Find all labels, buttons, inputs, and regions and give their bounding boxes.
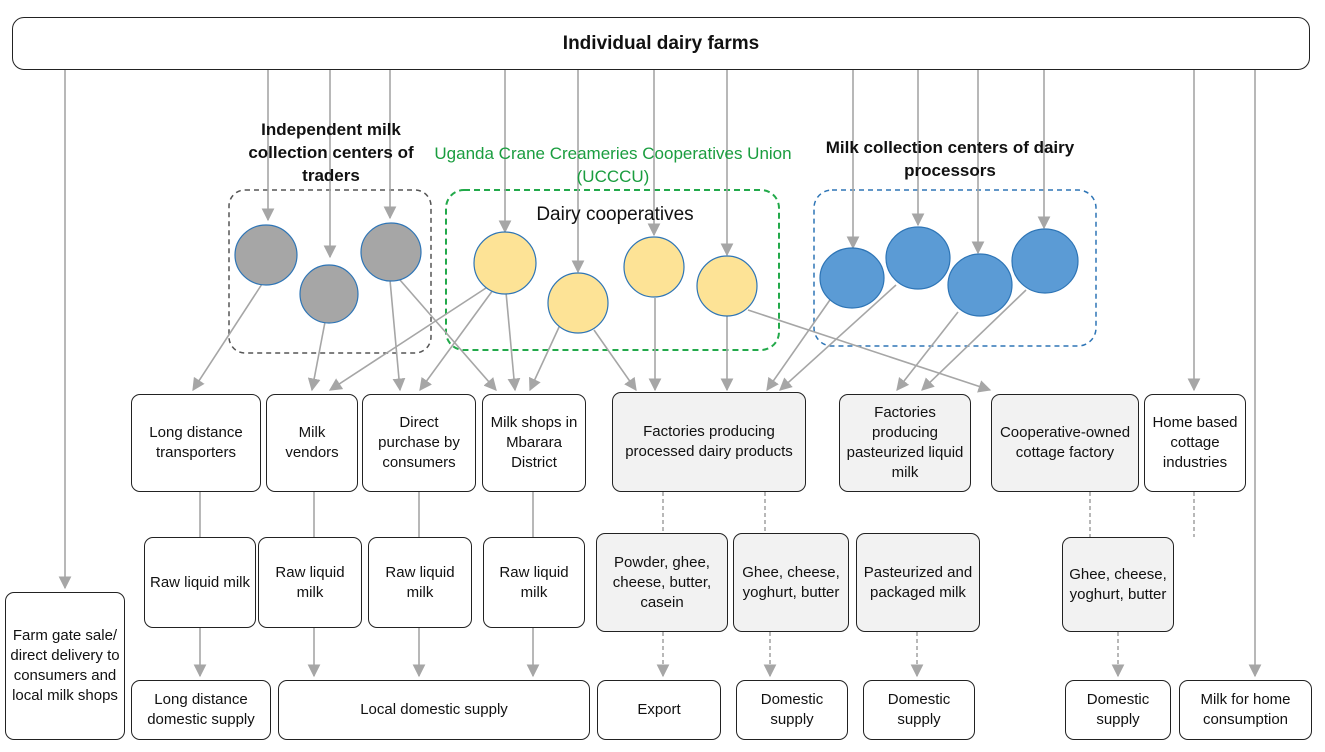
product-powder-ghee-cheese: Powder, ghee, cheese, butter, casein <box>596 533 728 632</box>
channel-home-based: Home based cottage industries <box>1144 394 1246 492</box>
channel-cottage-factory: Cooperative-owned cottage factory <box>991 394 1139 492</box>
processors-group-frame <box>813 189 1097 347</box>
ucccu-header: Uganda Crane Creameries Cooperatives Uni… <box>434 144 792 186</box>
processors-header: Milk collection centers of dairy process… <box>825 138 1075 180</box>
channel-long-distance-transporters: Long distance transporters <box>131 394 261 492</box>
coop-circle <box>473 231 537 295</box>
product-raw-liquid-milk: Raw liquid milk <box>483 537 585 628</box>
outlet-local-domestic-supply: Local domestic supply <box>278 680 590 740</box>
trader-collection-points <box>234 222 422 324</box>
processor-collection-points <box>819 226 1079 317</box>
cooperatives-group-frame <box>445 189 780 351</box>
product-raw-liquid-milk: Raw liquid milk <box>368 537 472 628</box>
outlet-domestic-supply: Domestic supply <box>1065 680 1171 740</box>
processor-circle <box>947 253 1013 317</box>
outlet-domestic-supply: Domestic supply <box>863 680 975 740</box>
arrows <box>58 70 1262 678</box>
coop-circle <box>696 255 758 317</box>
processor-circle <box>1011 228 1079 294</box>
cooperative-collection-points <box>473 231 758 334</box>
product-pasteurized-milk: Pasteurized and packaged milk <box>856 533 980 632</box>
channel-milk-shops: Milk shops in Mbarara District <box>482 394 586 492</box>
channel-direct-purchase: Direct purchase by consumers <box>362 394 476 492</box>
channel-factories-processed: Factories producing processed dairy prod… <box>612 392 806 492</box>
processor-circle <box>885 226 951 290</box>
channel-factories-pasteurized: Factories producing pasteurized liquid m… <box>839 394 971 492</box>
dairy-cooperatives-label: Dairy cooperatives <box>536 204 694 225</box>
processor-circle <box>819 247 885 309</box>
product-raw-liquid-milk: Raw liquid milk <box>144 537 256 628</box>
outlet-domestic-supply: Domestic supply <box>736 680 848 740</box>
product-raw-liquid-milk: Raw liquid milk <box>258 537 362 628</box>
product-ghee-cheese-yoghurt: Ghee, cheese, yoghurt, butter <box>1062 537 1174 632</box>
trader-circle <box>360 222 422 282</box>
outlet-long-distance-supply: Long distance domestic supply <box>131 680 271 740</box>
coop-circle <box>547 272 609 334</box>
traders-header: Independent milk collection centers of t… <box>248 120 414 185</box>
outlet-export: Export <box>597 680 721 740</box>
individual-dairy-farms: Individual dairy farms <box>12 17 1310 70</box>
trader-circle <box>299 264 359 324</box>
outlet-farm-gate-sale: Farm gate sale/ direct delivery to consu… <box>5 592 125 740</box>
trader-circle <box>234 224 298 286</box>
product-ghee-cheese-yoghurt: Ghee, cheese, yoghurt, butter <box>733 533 849 632</box>
coop-circle <box>623 236 685 298</box>
channel-milk-vendors: Milk vendors <box>266 394 358 492</box>
outlet-home-consumption: Milk for home consumption <box>1179 680 1312 740</box>
